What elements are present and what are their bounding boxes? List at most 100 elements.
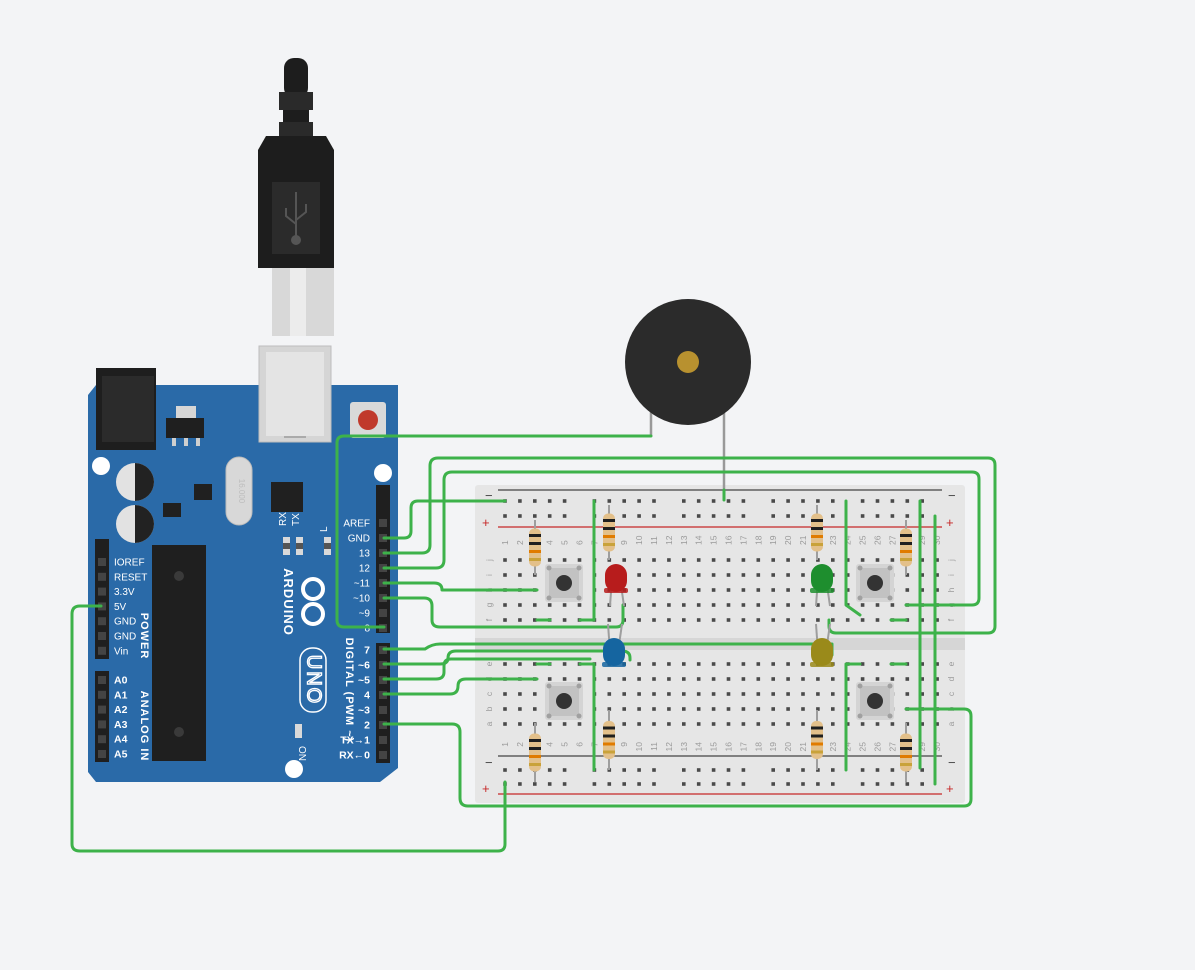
breadboard-hole[interactable] [533, 692, 537, 696]
rail-hole[interactable] [726, 768, 731, 772]
breadboard-hole[interactable] [786, 707, 790, 711]
breadboard-hole[interactable] [682, 618, 686, 622]
breadboard-hole[interactable] [831, 707, 835, 711]
breadboard-hole[interactable] [801, 558, 805, 562]
rail-hole[interactable] [652, 514, 656, 518]
breadboard-hole[interactable] [845, 722, 850, 726]
rail-hole[interactable] [860, 782, 865, 786]
breadboard-hole[interactable] [816, 692, 820, 696]
breadboard-hole[interactable] [831, 618, 835, 622]
breadboard-hole[interactable] [786, 662, 790, 666]
breadboard-hole[interactable] [562, 558, 567, 562]
rail-hole[interactable] [682, 768, 686, 772]
breadboard-hole[interactable] [756, 722, 761, 726]
rail-hole[interactable] [860, 768, 865, 772]
breadboard-hole[interactable] [637, 588, 641, 592]
breadboard-hole[interactable] [771, 558, 775, 562]
rail-hole[interactable] [741, 782, 746, 786]
breadboard-hole[interactable] [771, 662, 775, 666]
breadboard-hole[interactable] [696, 558, 701, 562]
breadboard-hole[interactable] [935, 692, 939, 696]
analog-pin-socket[interactable] [98, 720, 106, 729]
breadboard-hole[interactable] [741, 722, 746, 726]
breadboard-hole[interactable] [845, 588, 850, 592]
breadboard-hole[interactable] [652, 722, 656, 726]
breadboard-hole[interactable] [652, 603, 656, 607]
breadboard-hole[interactable] [741, 588, 746, 592]
breadboard-hole[interactable] [711, 588, 716, 592]
digital-pin-socket[interactable] [379, 519, 387, 527]
breadboard-hole[interactable] [786, 603, 790, 607]
breadboard-hole[interactable] [741, 618, 746, 622]
rail-hole[interactable] [920, 768, 924, 772]
resistor-body[interactable] [529, 733, 541, 772]
breadboard-hole[interactable] [622, 707, 626, 711]
breadboard-hole[interactable] [562, 662, 567, 666]
breadboard-hole[interactable] [667, 677, 671, 681]
breadboard-hole[interactable] [533, 603, 537, 607]
breadboard-hole[interactable] [696, 707, 701, 711]
breadboard-hole[interactable] [652, 692, 656, 696]
breadboard-hole[interactable] [816, 677, 820, 681]
rail-hole[interactable] [726, 499, 731, 503]
breadboard-hole[interactable] [801, 573, 805, 577]
rail-hole[interactable] [890, 514, 895, 518]
breadboard-hole[interactable] [860, 603, 865, 607]
breadboard-hole[interactable] [831, 677, 835, 681]
breadboard-hole[interactable] [726, 603, 731, 607]
rail-hole[interactable] [905, 499, 910, 503]
breadboard-hole[interactable] [726, 662, 731, 666]
rail-hole[interactable] [801, 499, 805, 503]
breadboard-hole[interactable] [696, 573, 701, 577]
breadboard-hole[interactable] [741, 707, 746, 711]
breadboard-hole[interactable] [935, 558, 939, 562]
rail-hole[interactable] [696, 782, 701, 786]
breadboard-hole[interactable] [771, 603, 775, 607]
breadboard-hole[interactable] [503, 722, 507, 726]
breadboard-hole[interactable] [831, 558, 835, 562]
blue-led[interactable] [603, 638, 625, 666]
breadboard-hole[interactable] [756, 662, 761, 666]
digital-pin-socket[interactable] [379, 751, 387, 759]
breadboard-hole[interactable] [875, 722, 880, 726]
breadboard-hole[interactable] [637, 707, 641, 711]
rail-hole[interactable] [696, 768, 701, 772]
power-pin-socket[interactable] [98, 646, 106, 655]
breadboard-hole[interactable] [845, 707, 850, 711]
rail-hole[interactable] [890, 782, 895, 786]
rail-hole[interactable] [816, 499, 820, 503]
breadboard-hole[interactable] [935, 573, 939, 577]
breadboard-hole[interactable] [562, 677, 567, 681]
rail-hole[interactable] [682, 782, 686, 786]
breadboard-hole[interactable] [786, 692, 790, 696]
breadboard-hole[interactable] [920, 677, 924, 681]
breadboard-hole[interactable] [875, 677, 880, 681]
breadboard-hole[interactable] [637, 722, 641, 726]
breadboard-hole[interactable] [667, 722, 671, 726]
breadboard-hole[interactable] [667, 707, 671, 711]
breadboard-hole[interactable] [682, 573, 686, 577]
rail-hole[interactable] [711, 782, 716, 786]
breadboard-hole[interactable] [637, 603, 641, 607]
rail-hole[interactable] [860, 514, 865, 518]
rail-hole[interactable] [801, 768, 805, 772]
breadboard-hole[interactable] [801, 618, 805, 622]
breadboard-hole[interactable] [860, 558, 865, 562]
rail-hole[interactable] [711, 499, 716, 503]
rail-hole[interactable] [831, 514, 835, 518]
breadboard-hole[interactable] [801, 677, 805, 681]
breadboard-hole[interactable] [696, 722, 701, 726]
rail-hole[interactable] [562, 499, 567, 503]
breadboard-hole[interactable] [890, 558, 895, 562]
breadboard-hole[interactable] [577, 603, 582, 607]
power-pin-socket[interactable] [98, 558, 106, 566]
breadboard-hole[interactable] [637, 618, 641, 622]
breadboard-hole[interactable] [518, 573, 522, 577]
breadboard-hole[interactable] [845, 558, 850, 562]
breadboard-hole[interactable] [920, 618, 924, 622]
breadboard-hole[interactable] [771, 677, 775, 681]
analog-pin-socket[interactable] [98, 750, 106, 758]
rail-hole[interactable] [518, 514, 522, 518]
breadboard-hole[interactable] [786, 722, 790, 726]
breadboard-hole[interactable] [756, 558, 761, 562]
